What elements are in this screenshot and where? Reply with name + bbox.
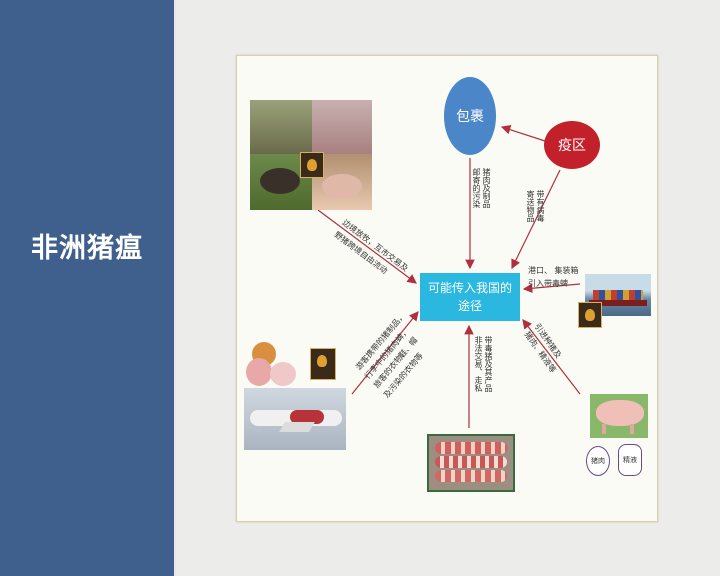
bacon-photo xyxy=(427,434,515,492)
pork-products-photo xyxy=(244,340,298,388)
arrow-epi-to-center xyxy=(511,169,561,270)
epidemic-area-node: 疫区 xyxy=(544,121,600,169)
port-label-b: 引入带毒蜱 xyxy=(528,279,568,288)
airplane-photo xyxy=(244,388,346,450)
center-node-line2: 途径 xyxy=(457,299,482,313)
smuggling-label-b: 带毒猪及其产品 xyxy=(484,336,493,392)
sidebar-panel: 非洲猪瘟 xyxy=(0,0,174,576)
boar-logo-icon xyxy=(578,302,602,328)
arrow-vehicle-to-center xyxy=(522,319,581,395)
semen-tag: 精液 xyxy=(618,444,642,476)
arrow-border-to-center xyxy=(317,209,417,284)
arrow-travel-to-center xyxy=(351,311,419,395)
boar-logo-icon xyxy=(310,348,336,380)
slide-title: 非洲猪瘟 xyxy=(31,233,143,264)
center-node-line1: 可能传入我国的 xyxy=(427,281,512,295)
epi-route-label-a: 寄送物品 xyxy=(526,190,535,222)
smuggling-label-a: 非法交易、走私 xyxy=(474,336,483,392)
epi-route-label-b: 带有病毒 xyxy=(536,190,545,222)
parcel-route-label-a: 邮寄的污染 xyxy=(472,168,481,208)
pork-tag: 猪肉 xyxy=(586,446,610,476)
parcel-route-label-b: 猪肉及制品 xyxy=(482,168,491,208)
port-label-a: 港口、 集装箱 xyxy=(528,266,579,275)
breeding-pig-photo xyxy=(590,394,648,438)
arrow-epi-to-parcel xyxy=(500,125,546,142)
arrow-port-to-center xyxy=(522,283,581,294)
boar-logo-icon xyxy=(300,152,324,178)
center-node: 可能传入我国的 途径 xyxy=(420,273,520,321)
parcel-node: 包裹 xyxy=(444,77,496,155)
